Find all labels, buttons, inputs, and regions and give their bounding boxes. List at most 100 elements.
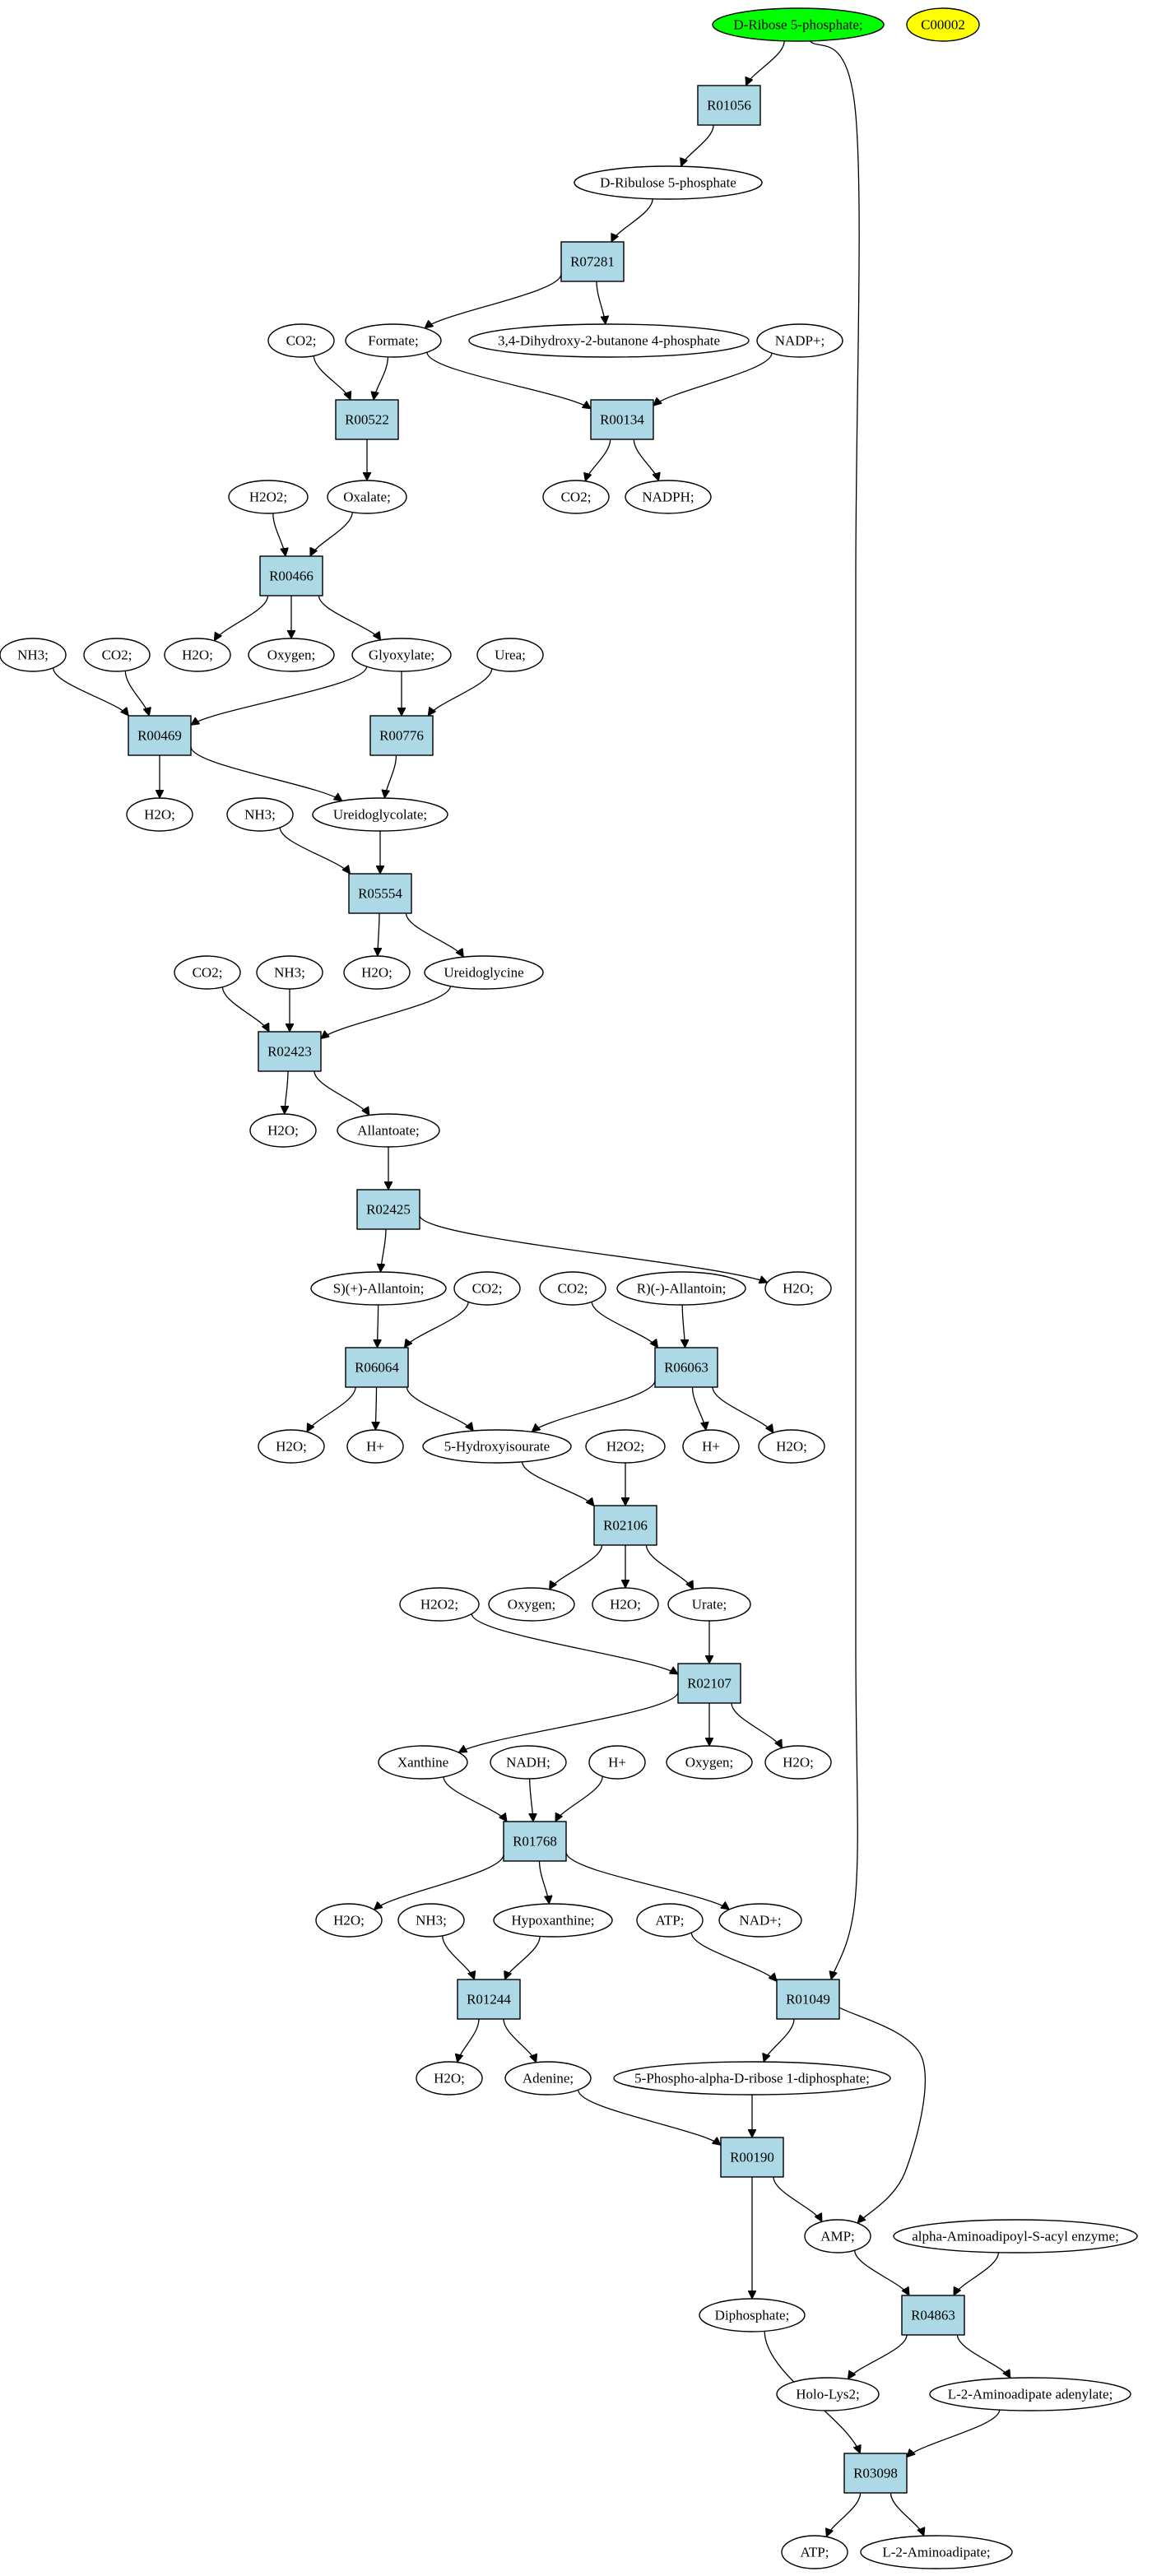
compound-node-c-s-allantoin[interactable]: S)(+)-Allantoin; bbox=[310, 1271, 447, 1306]
compound-node-c-urea[interactable]: Urea; bbox=[476, 638, 544, 672]
edge-c-r-allantoin-to-r06063 bbox=[682, 1304, 685, 1348]
compound-node-c-atp-b[interactable]: ATP; bbox=[781, 2535, 848, 2569]
compound-node-c-holo-lys2[interactable]: Holo-Lys2; bbox=[776, 2377, 880, 2411]
reaction-node-r01049[interactable]: R01049 bbox=[776, 1979, 840, 2020]
reaction-node-r03098[interactable]: R03098 bbox=[843, 2453, 908, 2494]
compound-node-c-hypoxanthine[interactable]: Hypoxanthine; bbox=[493, 1903, 613, 1938]
compound-ellipse bbox=[764, 1271, 832, 1306]
compound-node-c-urate[interactable]: Urate; bbox=[667, 1587, 751, 1622]
compound-node-c-aminoadipate-adenylate[interactable]: L-2-Aminoadipate adenylate; bbox=[929, 2377, 1131, 2411]
compound-node-c-h2o2-b[interactable]: H2O2; bbox=[585, 1429, 666, 1464]
reaction-node-r00134[interactable]: R00134 bbox=[590, 399, 654, 440]
reaction-node-r00190[interactable]: R00190 bbox=[720, 2137, 784, 2178]
legend-node-legend-c00002[interactable]: C00002 bbox=[906, 7, 980, 42]
compound-node-c-h2o-g[interactable]: H2O; bbox=[758, 1429, 825, 1464]
compound-node-c-nadph[interactable]: NADPH; bbox=[625, 480, 712, 514]
compound-node-c-dhbp[interactable]: 3,4-Dihydroxy-2-butanone 4-phosphate bbox=[468, 323, 750, 358]
node-label: S)(+)-Allantoin; bbox=[333, 1281, 425, 1297]
compound-ellipse bbox=[397, 1903, 465, 1938]
compound-node-c-amp[interactable]: AMP; bbox=[804, 2219, 871, 2253]
compound-node-c-h2o-a[interactable]: H2O; bbox=[164, 638, 231, 672]
compound-node-c-co2-b[interactable]: CO2; bbox=[542, 480, 610, 514]
reaction-node-r04863[interactable]: R04863 bbox=[901, 2295, 965, 2336]
compound-node-c-h2o-j[interactable]: H2O; bbox=[315, 1903, 383, 1938]
reaction-node-r00522[interactable]: R00522 bbox=[335, 399, 399, 440]
compound-node-c-h2o-i[interactable]: H2O; bbox=[764, 1745, 832, 1780]
compound-node-c-co2-e[interactable]: CO2; bbox=[453, 1271, 521, 1306]
reaction-node-r01768[interactable]: R01768 bbox=[503, 1821, 567, 1862]
compound-node-c-glyoxylate[interactable]: Glyoxylate; bbox=[351, 638, 452, 672]
compound-node-c-nh3-d[interactable]: NH3; bbox=[397, 1903, 465, 1938]
compound-ellipse bbox=[468, 323, 750, 358]
compound-ellipse bbox=[764, 1745, 832, 1780]
compound-node-c-nadp[interactable]: NADP+; bbox=[756, 323, 843, 358]
reaction-node-r00776[interactable]: R00776 bbox=[369, 715, 434, 756]
edge-c-nh3-d-to-r01244 bbox=[442, 1935, 475, 1980]
reaction-node-r07281[interactable]: R07281 bbox=[560, 241, 625, 282]
edge-c-aminoadipoyl-enzyme-to-r04863 bbox=[953, 2252, 1000, 2295]
node-label: NAD+; bbox=[739, 1913, 781, 1929]
compound-node-c-h2o2-a[interactable]: H2O2; bbox=[228, 480, 309, 514]
reaction-node-r00469[interactable]: R00469 bbox=[128, 715, 192, 756]
reaction-node-r01244[interactable]: R01244 bbox=[457, 1979, 521, 2020]
edge-c-xanthine-to-r01768 bbox=[443, 1776, 507, 1822]
compound-node-c-ureidoglycine[interactable]: Ureidoglycine bbox=[424, 955, 544, 990]
compound-node-c-allantoate[interactable]: Allantoate; bbox=[337, 1113, 440, 1148]
node-label: H2O; bbox=[182, 647, 213, 663]
compound-ellipse bbox=[636, 1903, 704, 1938]
compound-node-c-oxygen-b[interactable]: Oxygen; bbox=[488, 1587, 575, 1622]
compound-node-c-nh3-b[interactable]: NH3; bbox=[226, 797, 294, 832]
compound-node-c-h2o-d[interactable]: H2O; bbox=[249, 1113, 317, 1148]
compound-node-c-hplus-c[interactable]: H+ bbox=[588, 1745, 646, 1780]
reaction-node-r06063[interactable]: R06063 bbox=[654, 1347, 718, 1388]
compound-node-c-diphosphate[interactable]: Diphosphate; bbox=[699, 2298, 806, 2332]
node-label: Urea; bbox=[495, 647, 526, 663]
compound-node-c-oxygen-c[interactable]: Oxygen; bbox=[666, 1745, 753, 1780]
edge-r04863-to-c-aminoadipate-adenylate bbox=[956, 2334, 1010, 2378]
edge-r00466-to-c-h2o-a bbox=[214, 595, 269, 641]
compound-node-c-h2o-f[interactable]: H2O; bbox=[258, 1429, 325, 1464]
compound-node-c-aminoadipate[interactable]: L-2-Aminoadipate; bbox=[860, 2535, 1013, 2569]
compound-node-c-h2o-k[interactable]: H2O; bbox=[416, 2061, 483, 2096]
compound-node-c-prpp[interactable]: 5-Phospho-alpha-D-ribose 1-diphosphate; bbox=[613, 2061, 891, 2096]
compound-node-c-5-hydroxyisourate[interactable]: 5-Hydroxyisourate bbox=[422, 1429, 572, 1464]
compound-node-c-ureidoglycolate[interactable]: Ureidoglycolate; bbox=[312, 797, 448, 832]
compound-node-c-hplus-a[interactable]: H+ bbox=[346, 1429, 404, 1464]
reaction-node-r06064[interactable]: R06064 bbox=[345, 1347, 409, 1388]
compound-node-c-nh3-a[interactable]: NH3; bbox=[0, 638, 67, 672]
compound-node-c-nadh[interactable]: NADH; bbox=[490, 1745, 567, 1780]
compound-node-c-adenine[interactable]: Adenine; bbox=[504, 2061, 592, 2096]
reaction-node-r05554[interactable]: R05554 bbox=[348, 873, 412, 914]
compound-node-c-co2-f[interactable]: CO2; bbox=[539, 1271, 606, 1306]
compound-node-c-h2o-h[interactable]: H2O; bbox=[592, 1587, 659, 1622]
compound-node-c-oxygen-a[interactable]: Oxygen; bbox=[248, 638, 335, 672]
compound-node-c-aminoadipoyl-enzyme[interactable]: alpha-Aminoadipoyl-S-acyl enzyme; bbox=[893, 2219, 1138, 2253]
compound-node-c-oxalate[interactable]: Oxalate; bbox=[327, 480, 407, 514]
reaction-node-r02425[interactable]: R02425 bbox=[356, 1189, 420, 1230]
compound-node-c-h2o-c[interactable]: H2O; bbox=[343, 955, 411, 990]
compound-node-c-co2-a[interactable]: CO2; bbox=[267, 323, 335, 358]
reaction-node-r02423[interactable]: R02423 bbox=[258, 1031, 322, 1072]
edge-r06064-to-c-hplus-a bbox=[375, 1386, 376, 1430]
compound-node-c-hplus-b[interactable]: H+ bbox=[682, 1429, 740, 1464]
compound-node-c-co2-c[interactable]: CO2; bbox=[83, 638, 151, 672]
edge-r00776-to-c-ureidoglycolate bbox=[384, 754, 397, 798]
compound-node-c-r-allantoin[interactable]: R)(-)-Allantoin; bbox=[616, 1271, 746, 1306]
compound-node-c-h2o-e[interactable]: H2O; bbox=[764, 1271, 832, 1306]
reaction-node-r00466[interactable]: R00466 bbox=[259, 555, 323, 596]
compound-node-c-nadplus[interactable]: NAD+; bbox=[718, 1903, 802, 1938]
compound-node-c-d-ribulose-5p[interactable]: D-Ribulose 5-phosphate bbox=[574, 165, 763, 200]
reaction-node-r01056[interactable]: R01056 bbox=[697, 85, 761, 126]
compound-node-c-h2o2-c[interactable]: H2O2; bbox=[399, 1587, 480, 1622]
node-label: H2O; bbox=[361, 965, 393, 981]
compound-ellipse bbox=[699, 2298, 806, 2332]
compound-node-c-atp-a[interactable]: ATP; bbox=[636, 1903, 704, 1938]
reaction-node-r02107[interactable]: R02107 bbox=[677, 1663, 741, 1704]
compound-node-c-co2-d[interactable]: CO2; bbox=[174, 955, 241, 990]
compound-node-c-d-ribose-5p[interactable]: D-Ribose 5-phosphate; bbox=[712, 7, 885, 42]
reaction-node-r02106[interactable]: R02106 bbox=[593, 1505, 657, 1546]
compound-node-c-formate[interactable]: Formate; bbox=[345, 323, 442, 358]
compound-node-c-xanthine[interactable]: Xanthine bbox=[378, 1745, 468, 1780]
compound-node-c-nh3-c[interactable]: NH3; bbox=[256, 955, 323, 990]
compound-node-c-h2o-b[interactable]: H2O; bbox=[126, 797, 193, 832]
